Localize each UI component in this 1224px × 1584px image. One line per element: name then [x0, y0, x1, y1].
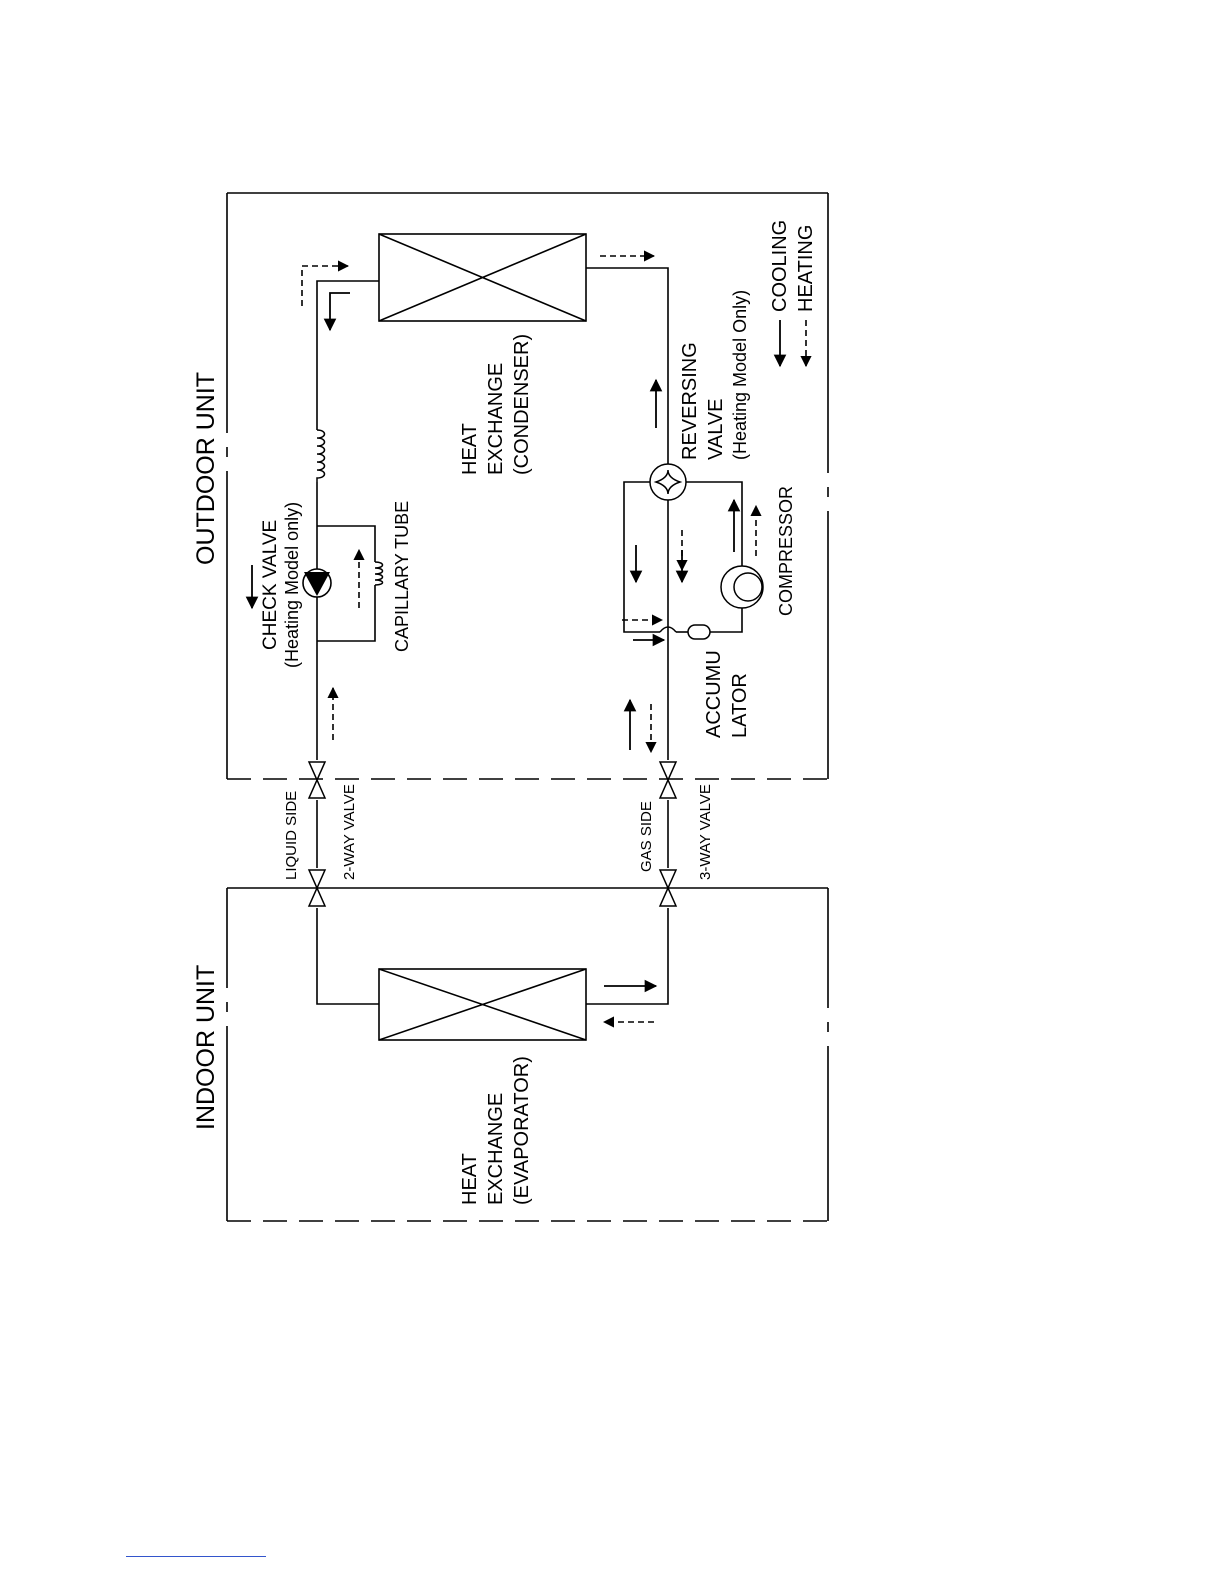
reversing-valve-symbol [650, 464, 686, 500]
check-valve-symbol [303, 569, 331, 597]
reversing-valve-label-line3: (Heating Model Only) [730, 290, 750, 460]
evaporator-label-line2: EXCHANGE [485, 1093, 507, 1205]
condenser-label-line3: (CONDENSER) [511, 334, 533, 475]
condenser-label-line1: HEAT [459, 423, 481, 475]
capillary-tube-label: CAPILLARY TUBE [392, 501, 412, 652]
capillary-tube-coil [375, 562, 383, 585]
labels: OUTDOOR UNIT INDOOR UNIT HEAT EXCHANGE (… [192, 220, 817, 1205]
evaporator-label-line3: (EVAPORATOR) [511, 1056, 533, 1205]
compressor-symbol [721, 566, 763, 608]
check-valve-label-line2: (Heating Model only) [282, 502, 302, 668]
footer-link-underline[interactable] [126, 1556, 266, 1557]
indoor-unit-label: INDOOR UNIT [192, 965, 220, 1130]
liquid-side-label: LIQUID SIDE [283, 791, 300, 880]
reversing-valve-label-line2: VALVE [705, 398, 727, 460]
accumulator-label-line1: ACCUMU [703, 650, 725, 738]
evaporator-heat-exchanger [379, 969, 586, 1040]
two-way-valve-label: 2-WAY VALVE [341, 784, 358, 880]
condenser-heat-exchanger [379, 234, 586, 321]
accumulator-label-line2: LATOR [729, 673, 751, 738]
condenser-label-line2: EXCHANGE [485, 363, 507, 475]
compressor-label: COMPRESSOR [776, 486, 796, 616]
gas-side-label: GAS SIDE [638, 801, 655, 872]
legend-heating-label: HEATING [795, 225, 817, 312]
outdoor-unit-label: OUTDOOR UNIT [192, 372, 220, 565]
liquid-line-coil [317, 430, 325, 482]
reversing-valve-label-line1: REVERSING [679, 342, 701, 460]
three-way-valve-label: 3-WAY VALVE [697, 784, 714, 880]
evaporator-label-line1: HEAT [459, 1153, 481, 1205]
check-valve-label-line1: CHECK VALVE [260, 520, 281, 650]
service-valves [309, 762, 676, 906]
legend-cooling-label: COOLING [769, 220, 791, 312]
